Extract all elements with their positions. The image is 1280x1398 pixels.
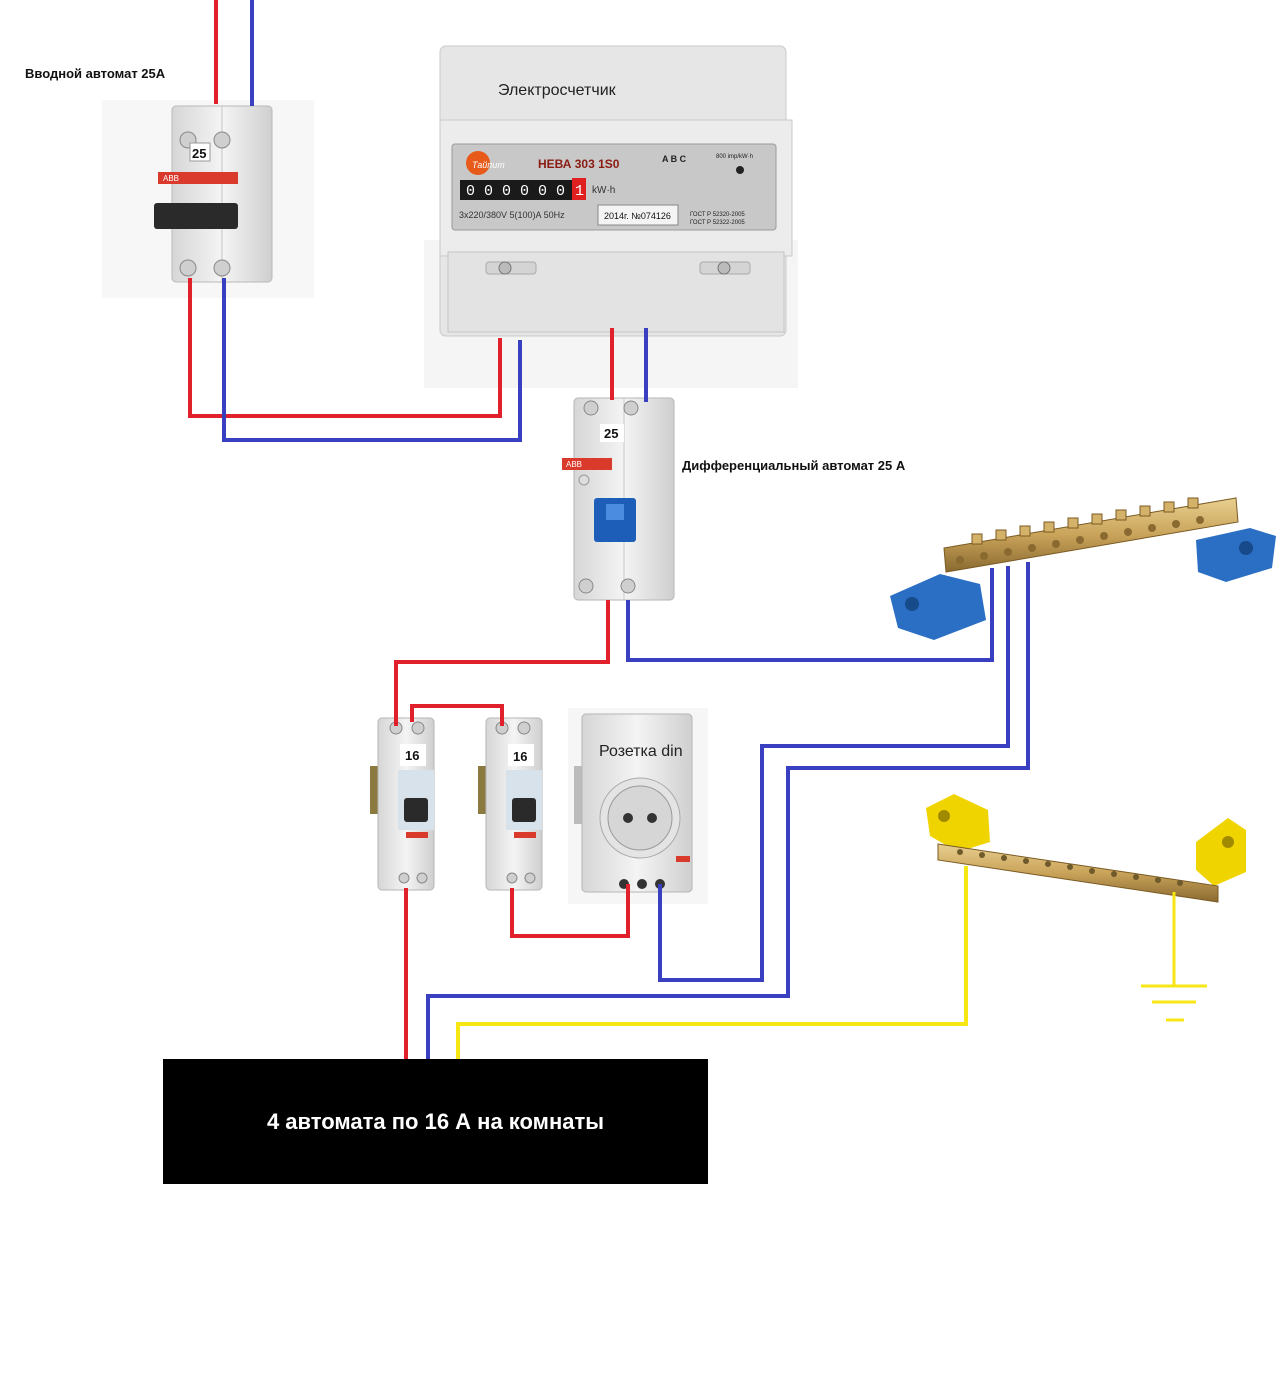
din-socket bbox=[568, 708, 708, 904]
meter-brand: Тайпит bbox=[472, 160, 505, 170]
meter-label: Электросчетчик bbox=[498, 82, 616, 99]
meter-counter: 0 0 0 0 0 0 bbox=[466, 183, 565, 200]
meter-impulse: 800 imp/kW·h bbox=[716, 154, 753, 160]
earth-wires bbox=[456, 866, 968, 1059]
meter-phases: A B C bbox=[662, 154, 687, 164]
differential-breaker: ABB bbox=[562, 397, 675, 601]
diff-breaker-label: Дифференциальный автомат 25 А bbox=[682, 458, 906, 473]
din-socket-label: Розетка din bbox=[599, 743, 683, 760]
earth-busbar bbox=[926, 794, 1246, 903]
meter-model: НЕВА 303 1S0 bbox=[538, 157, 620, 171]
meter-gost2: ГОСТ Р 52322-2005 bbox=[690, 220, 745, 226]
breaker-16a-1 bbox=[370, 717, 435, 891]
neutral-busbar bbox=[890, 497, 1276, 640]
breaker-16a-2 bbox=[478, 717, 543, 891]
meter-spec: 3x220/380V 5(100)A 50Hz bbox=[459, 210, 565, 220]
meter-gost1: ГОСТ Р 52320-2005 bbox=[690, 212, 745, 218]
meter-serial: 2014г. №074126 bbox=[604, 211, 671, 221]
input-breaker: ABB bbox=[102, 100, 314, 298]
meter-counter-last: 1 bbox=[575, 183, 584, 200]
abb-logo: ABB bbox=[163, 174, 179, 183]
neutral-wires bbox=[222, 0, 1030, 1059]
abb-logo-rcd: ABB bbox=[566, 460, 582, 469]
breaker-2-rating: 16 bbox=[513, 749, 527, 764]
input-breaker-label: Вводной автомат 25А bbox=[25, 66, 166, 81]
meter-unit: kW·h bbox=[592, 185, 615, 196]
room-breakers-box: 4 автомата по 16 А на комнаты bbox=[163, 1059, 708, 1184]
breaker-1-rating: 16 bbox=[405, 748, 419, 763]
phase-wires bbox=[188, 0, 630, 1059]
input-breaker-rating: 25 bbox=[192, 146, 206, 161]
diff-breaker-rating: 25 bbox=[604, 426, 618, 441]
room-breakers-label: 4 автомата по 16 А на комнаты bbox=[266, 1108, 605, 1134]
earth-ground-symbol bbox=[1141, 892, 1207, 1022]
